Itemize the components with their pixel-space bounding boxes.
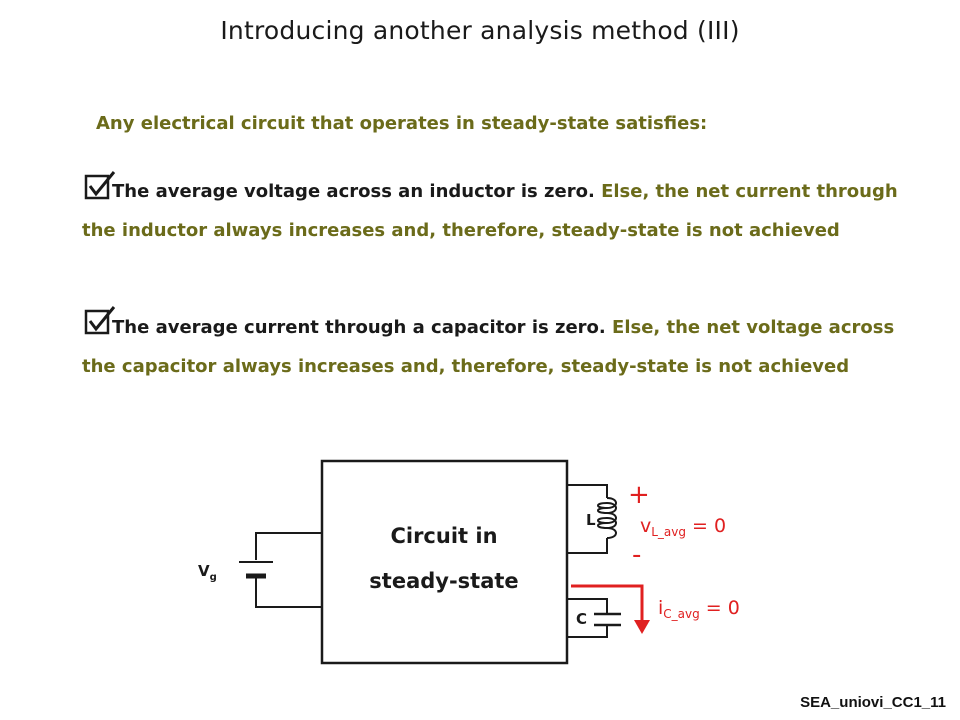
circuit-box-line2: steady-state <box>369 569 518 593</box>
ic-sub: C_avg <box>663 607 699 621</box>
plus-sign: + <box>628 480 650 510</box>
intro-text: Any electrical circuit that operates in … <box>96 113 708 134</box>
inductor-label: L <box>586 511 596 529</box>
source-wire <box>255 532 322 608</box>
capacitor-current-label: iC_avg = 0 <box>658 597 740 621</box>
circuit-box-line1: Circuit in <box>390 524 497 548</box>
current-arrow-head <box>634 620 650 634</box>
capacitor-wire <box>567 598 608 638</box>
slide-title: Introducing another analysis method (III… <box>220 16 740 45</box>
inductor-wire <box>567 484 608 554</box>
bullet-capacitor-rest: Else, the net voltage across the capacit… <box>82 317 895 377</box>
source-label-main: V <box>198 562 210 580</box>
capacitor-label: C <box>576 610 587 628</box>
vl-eq: = 0 <box>686 515 726 537</box>
ic-main: i <box>658 597 663 619</box>
source-label-sub: g <box>210 572 217 583</box>
source-label: Vg <box>198 562 217 583</box>
bullet-capacitor-lead: The average current through a capacitor … <box>112 317 606 338</box>
ic-eq: = 0 <box>700 597 740 619</box>
footer-code: SEA_uniovi_CC1_11 <box>800 694 946 711</box>
bullet-inductor: The average voltage across an inductor i… <box>82 172 902 250</box>
current-arrow <box>571 584 644 620</box>
checkbox-icon <box>84 171 116 200</box>
inductor-voltage-label: vL_avg = 0 <box>640 515 726 539</box>
vl-sub: L_avg <box>651 525 686 539</box>
bullet-inductor-lead: The average voltage across an inductor i… <box>112 181 595 202</box>
minus-sign: - <box>632 540 641 570</box>
inductor-coil <box>597 497 617 539</box>
bullet-inductor-rest: Else, the net current through the induct… <box>82 181 898 241</box>
circuit-box <box>320 459 569 665</box>
bullet-capacitor: The average current through a capacitor … <box>82 308 902 386</box>
vl-main: v <box>640 515 651 537</box>
checkbox-icon <box>84 306 116 335</box>
